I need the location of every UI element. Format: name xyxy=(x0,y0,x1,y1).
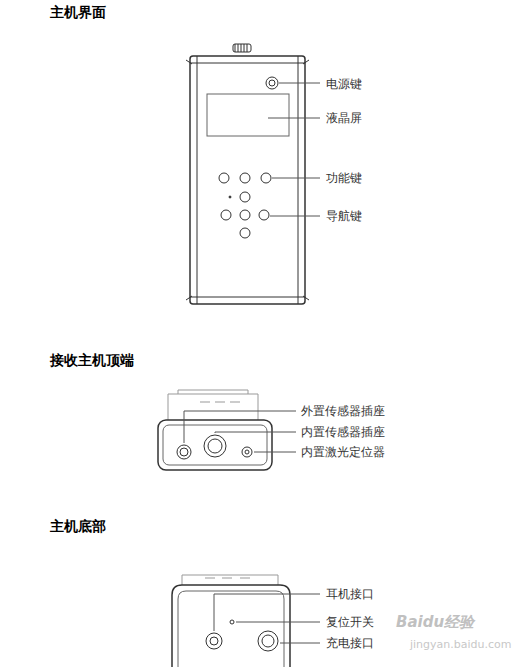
part-label: 充电接口 xyxy=(326,636,374,650)
part-label: 导航键 xyxy=(326,209,362,223)
part-label: 液晶屏 xyxy=(326,111,362,125)
part-label: 内置激光定位器 xyxy=(301,445,385,459)
section-heading: 接收主机顶端 xyxy=(50,352,134,368)
part-label: 外置传感器插座 xyxy=(301,404,385,418)
part-label: 耳机接口 xyxy=(326,587,374,601)
section-heading: 主机底部 xyxy=(50,518,106,534)
watermark: jingyan.baidu.com xyxy=(410,638,512,652)
main-unit-bottom xyxy=(172,575,320,667)
receiver-top-end xyxy=(158,390,296,470)
main-unit-front xyxy=(186,44,320,304)
part-label: 内置传感器插座 xyxy=(301,425,385,439)
part-label: 功能键 xyxy=(326,171,362,185)
watermark: Baidu经验 xyxy=(396,615,474,629)
section-heading: 主机界面 xyxy=(50,4,106,20)
part-label: 电源键 xyxy=(326,77,362,91)
part-label: 复位开关 xyxy=(326,615,374,629)
